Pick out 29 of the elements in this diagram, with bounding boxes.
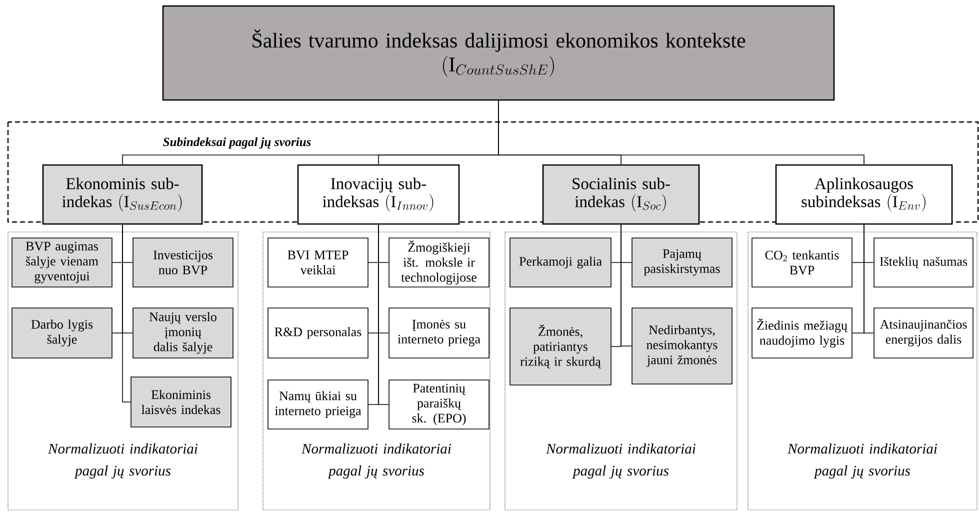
indicator-box: Žmonės, patiriantys riziką ir skurdą: [510, 308, 612, 386]
subindex-box: Socialinis sub-indekas $(\mathrm{I}_{Soc})$: [542, 164, 700, 225]
subindex-box: Inovacijų sub-indeksas $(\mathrm{I}_{Innov})$: [297, 164, 460, 225]
indicator-box: BVI MTEP veiklai: [268, 238, 368, 288]
indicator-box: Darbo lygis šalyje: [12, 308, 112, 358]
indicator-box: Išteklių našumas: [874, 238, 974, 288]
indicator-box: Pajamų pasiskirstymas: [632, 238, 732, 288]
connector-line: [122, 224, 131, 402]
indicator-box: CO$_{2}$ tenkantis BVP: [752, 238, 852, 288]
subindex-box: Aplinkosaugos subindeksas $(\mathrm{I}_{Env})$: [775, 164, 953, 225]
indicator-box: Namų ūkiai su interneto prieiga: [268, 380, 368, 430]
index-box: Šalies tvarumo indeksas dalijimosi ekonomikos kontekste $(\mathrm{I}_{CountSusShE})$: [162, 5, 835, 101]
connector-line: [864, 224, 874, 334]
connector-line: [378, 224, 389, 405]
indicator-box: Perkamoji galia: [510, 238, 612, 288]
indicator-box: Atsinaujinančios energijos dalis: [874, 308, 974, 358]
indicator-box: BVP augimas šalyje vienam gyventojui: [12, 238, 112, 288]
indicator-box: Nedirbantys, nesimokantys jauni žmonės: [632, 308, 732, 384]
indicator-box: Ekoniminis laisvės indekas: [130, 376, 232, 428]
connector-line: [498, 100, 864, 165]
indicator-box: Naujų verslo įmonių dalis šalyje: [132, 308, 234, 358]
indicator-box: Patentinių paraiškų sk. (EPO): [388, 380, 490, 430]
connector-line: [620, 224, 632, 346]
indicator-box: Investicijos nuo BVP: [132, 238, 234, 288]
indicator-box: Įmonės su interneto priega: [388, 308, 490, 358]
indicator-box: Žiedinis mežiagų naudojimo lygis: [752, 308, 852, 358]
subindex-box: Ekonominis sub-indekas $(\mathrm{I}_{SusEcon})$: [42, 164, 203, 225]
indicator-box: Žmogiškieji išt. moksle ir technologijose: [388, 238, 490, 288]
indicator-box: R&D personalas: [268, 308, 368, 358]
